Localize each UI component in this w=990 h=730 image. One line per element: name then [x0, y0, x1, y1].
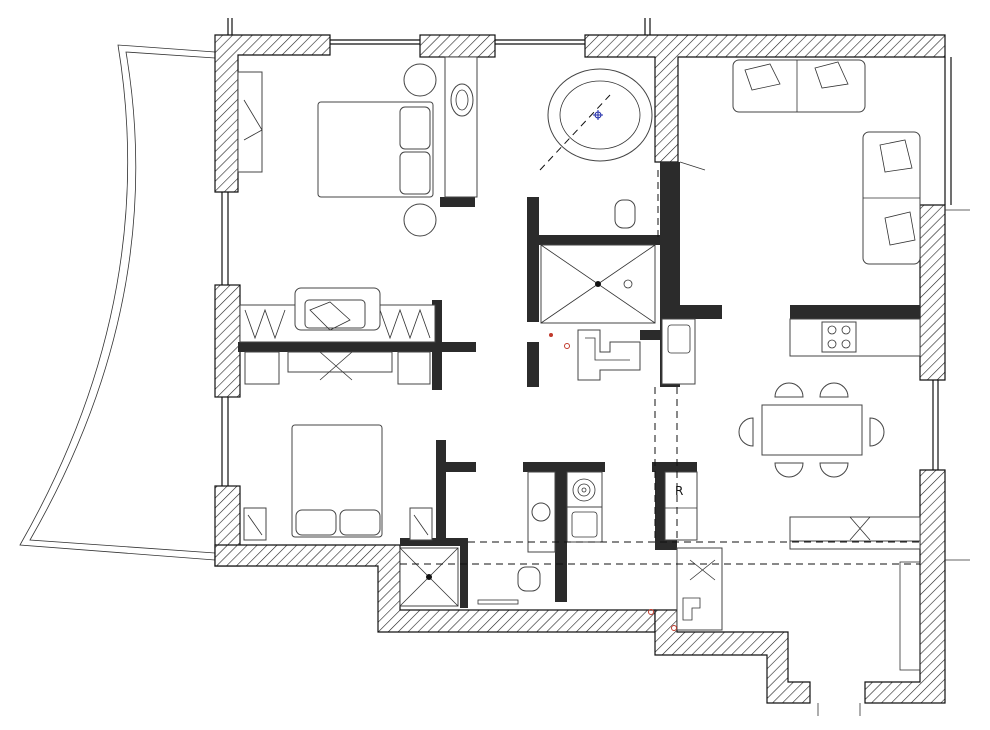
kitchen-sink	[661, 318, 696, 385]
small-bathroom	[399, 471, 603, 607]
chair	[774, 382, 804, 398]
fridge-label: R	[675, 484, 683, 498]
nightstand	[403, 203, 437, 237]
wall-right-lower	[864, 469, 946, 704]
toilet	[517, 566, 541, 592]
toilet	[614, 199, 636, 229]
chair	[738, 417, 754, 447]
chair	[819, 382, 849, 398]
nightstand	[403, 63, 437, 97]
bedroom-2	[243, 424, 433, 541]
balcony	[19, 44, 216, 561]
wardrobe-corridor	[239, 287, 436, 385]
fridge	[664, 471, 698, 541]
nightstand	[243, 507, 267, 541]
master-bathroom	[539, 68, 706, 324]
cooktop	[821, 321, 857, 353]
service-shaft	[549, 329, 641, 381]
double-bed	[291, 424, 383, 538]
wardrobe	[237, 71, 263, 173]
wall-right-upper	[919, 204, 946, 381]
vanity-counter	[444, 56, 478, 198]
kitchen: R	[648, 318, 921, 671]
washbasin	[450, 83, 474, 117]
living-room	[732, 59, 921, 265]
bedroom-1	[237, 56, 478, 237]
sofa	[732, 59, 866, 113]
ceiling-lines	[400, 387, 920, 565]
exterior-walls	[214, 34, 946, 704]
cabinet	[397, 351, 431, 385]
cabinet	[244, 351, 280, 385]
washing-machine	[566, 471, 603, 508]
wall-top-left	[214, 34, 331, 193]
chair	[774, 462, 804, 478]
chair	[869, 417, 885, 447]
dining-table	[761, 404, 863, 456]
exterior-marks	[817, 209, 970, 716]
windows	[221, 18, 952, 486]
wall-top-mid	[419, 34, 496, 58]
sideboard	[789, 516, 921, 542]
pantry	[676, 547, 723, 631]
wall-left-pillar-1	[214, 284, 241, 398]
dining-area	[738, 382, 885, 478]
chair	[819, 462, 849, 478]
nightstand	[409, 507, 433, 541]
